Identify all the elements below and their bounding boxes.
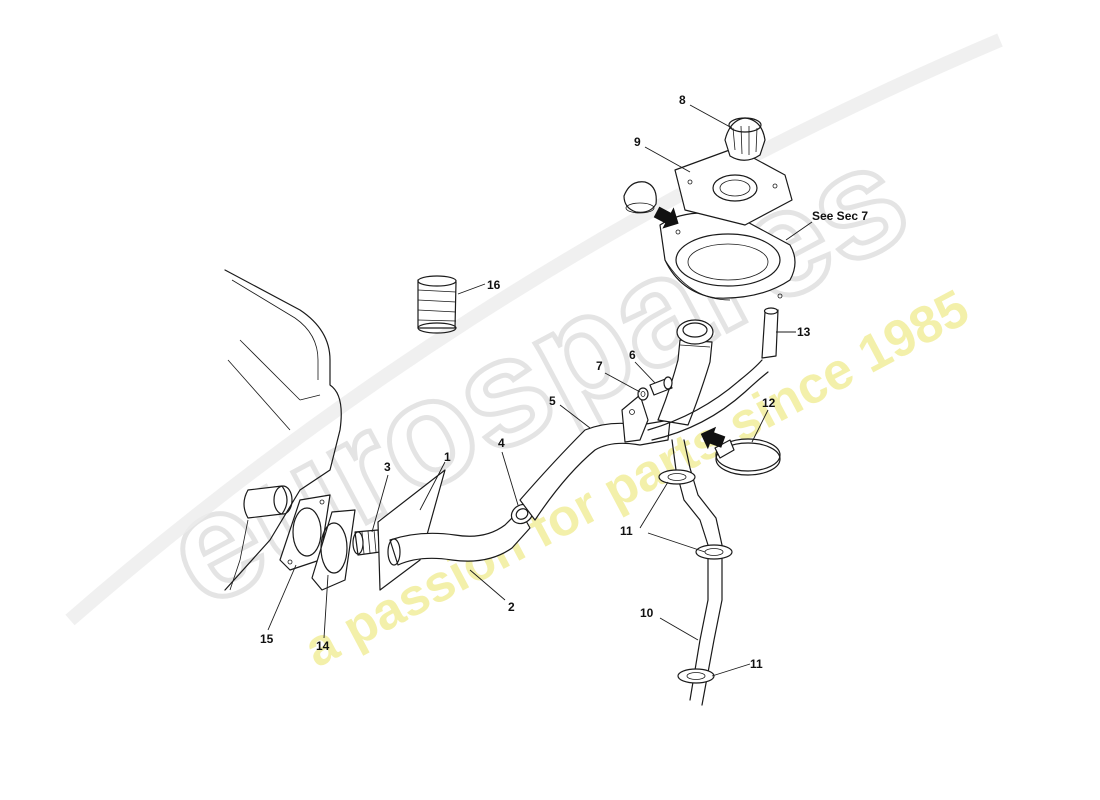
arrow-icon-lower: [700, 426, 726, 450]
clip-11-lower: [677, 668, 715, 684]
reference-note: See Sec 7: [812, 209, 868, 223]
gasket-plate-15: [279, 494, 331, 571]
arrow-icon-upper: [653, 206, 679, 229]
callout-labels: 1 2 3 4 5 6 7 8 9 10 11 11 12 13 14 15 1…: [260, 93, 868, 671]
callout-2: 2: [508, 600, 515, 614]
callout-16: 16: [487, 278, 501, 292]
callout-13: 13: [797, 325, 811, 339]
seal-ring-14: [311, 509, 356, 591]
gasket-9: [674, 147, 793, 226]
fuel-tank: [224, 269, 342, 591]
callout-7: 7: [596, 359, 603, 373]
callout-10: 10: [640, 606, 654, 620]
callout-6: 6: [629, 348, 636, 362]
watermark: eurospares a passion for parts since 198…: [65, 33, 1003, 679]
dust-cap: [623, 181, 657, 214]
callout-15: 15: [260, 632, 274, 646]
callout-9: 9: [634, 135, 641, 149]
vent-tube-13: [761, 307, 779, 359]
bolt-6: [649, 376, 673, 396]
callout-1: 1: [444, 450, 451, 464]
hose-clip-3: [352, 529, 381, 556]
filler-tube-5: [519, 319, 714, 521]
hose-2: [387, 509, 531, 566]
vent-pipe: [647, 359, 769, 441]
leader-lines: [267, 104, 813, 677]
callout-4: 4: [498, 436, 505, 450]
washer-7: [637, 387, 649, 401]
callout-3: 3: [384, 460, 391, 474]
callout-14: 14: [316, 639, 330, 653]
callout-11-lower: 11: [750, 657, 763, 671]
shield-plate-1: [377, 469, 446, 591]
callout-8: 8: [679, 93, 686, 107]
callout-12: 12: [762, 396, 776, 410]
clip-11-middle: [695, 544, 733, 560]
band-clamp-12: [714, 438, 781, 476]
watermark-swoosh: [65, 33, 1003, 626]
clip-11-upper: [658, 469, 696, 485]
callout-11-upper: 11: [620, 524, 633, 538]
callout-5: 5: [549, 394, 556, 408]
mesh-filter-16: [417, 275, 457, 334]
fuel-cap-8: [724, 117, 766, 161]
